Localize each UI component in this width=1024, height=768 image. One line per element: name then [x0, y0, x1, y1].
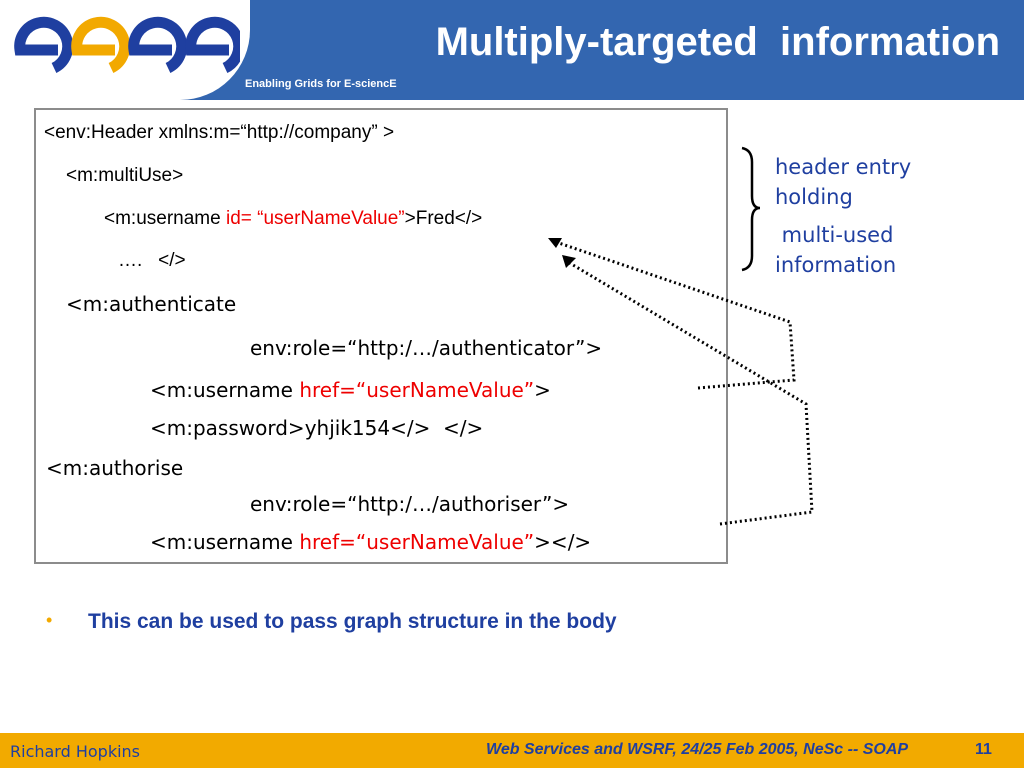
code-line-auth-role: env:role=“http:/…/authenticator”> — [250, 336, 603, 360]
logo-area — [0, 0, 250, 100]
slide-subtitle: Enabling Grids for E-sciencE — [245, 78, 397, 90]
arrowhead-icon — [562, 255, 576, 268]
code-line-authorise-role: env:role=“http:/…/authoriser”> — [250, 492, 570, 516]
code-id-attribute: id= “userNameValue” — [225, 208, 405, 229]
annotation-line: header entry — [775, 155, 912, 179]
bullet-text: This can be used to pass graph structure… — [88, 610, 617, 633]
code-line-username-id: <m:username id= “userNameValue”>Fred</> — [104, 208, 482, 230]
egee-logo — [14, 16, 240, 73]
reference-arrow-2 — [567, 260, 814, 526]
code-line-username-href-1: <m:username href=“userNameValue”> — [150, 378, 551, 402]
code-line-password: <m:password>yhjik154</> </> — [150, 416, 484, 440]
reference-arrow-1 — [555, 240, 796, 390]
arrowhead-icon — [548, 238, 562, 248]
bullet-icon: • — [46, 610, 53, 630]
code-line-ellipsis: …. </> — [118, 250, 186, 271]
slide-title: Multiply-targeted information — [435, 20, 1000, 64]
annotation-line: multi-used — [775, 223, 894, 247]
code-href-attribute: href=“userNameValue” — [299, 530, 535, 554]
header-band: Multiply-targeted information Enabling G… — [0, 0, 1024, 100]
code-line-username-href-2: <m:username href=“userNameValue”></> — [150, 530, 591, 554]
footer-event: Web Services and WSRF, 24/25 Feb 2005, N… — [486, 741, 909, 758]
code-text: ></> — [534, 530, 592, 554]
page-number: 11 — [975, 741, 992, 758]
code-line-authenticate: <m:authenticate — [66, 292, 237, 316]
footer-band: Richard Hopkins Web Services and WSRF, 2… — [0, 733, 1024, 768]
code-box — [34, 108, 728, 564]
annotation-line: information — [775, 253, 897, 277]
code-text: <m:username — [150, 530, 300, 554]
footer-author: Richard Hopkins — [10, 742, 141, 761]
code-text: <m:username — [150, 378, 300, 402]
curly-brace-icon — [741, 146, 761, 272]
code-line-multiuse: <m:multiUse> — [66, 165, 184, 186]
code-line-authorise: <m:authorise — [46, 456, 184, 480]
annotation-line: holding — [775, 185, 853, 209]
code-text: >Fred</> — [404, 208, 483, 229]
code-line-env-header: <env:Header xmlns:m=“http://company” > — [44, 122, 395, 143]
code-text: <m:username — [104, 208, 226, 229]
code-text: > — [534, 378, 551, 402]
code-href-attribute: href=“userNameValue” — [299, 378, 535, 402]
